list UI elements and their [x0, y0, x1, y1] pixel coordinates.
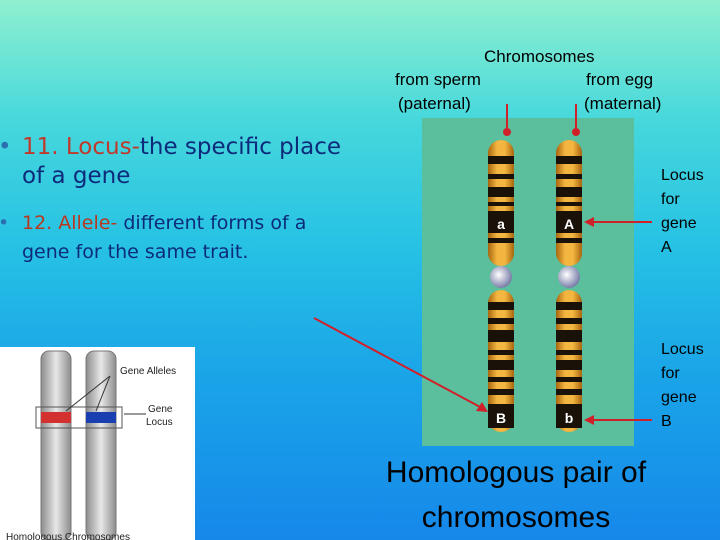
allele-B-label: B — [496, 410, 506, 426]
locus-a-word-for: for — [661, 191, 680, 208]
paternal-arrow-dot-icon — [503, 128, 511, 136]
inset-gene-alleles-label: Gene Alleles — [120, 366, 176, 377]
allele-b-label: b — [565, 410, 574, 426]
allele-number: 12. Allele- — [22, 212, 118, 234]
caption-line2: chromosomes — [421, 501, 611, 534]
locus-a-word-locus: Locus — [661, 167, 704, 184]
inset-allele-red — [41, 412, 71, 423]
allele-definition-line1: different forms of a — [117, 212, 307, 234]
locus-b-label: Locus for gene B — [661, 338, 704, 434]
locus-b-arrowhead-icon — [584, 415, 594, 425]
inset-locus-box — [35, 406, 123, 429]
paternal-label: (paternal) — [398, 94, 471, 113]
locus-a-arrowhead-icon — [584, 217, 594, 227]
inset-pointer-arrowhead-icon — [476, 402, 488, 412]
inset-chromosome-right — [85, 350, 117, 540]
paternal-centromere — [490, 266, 512, 288]
inset-allele-blue — [86, 412, 116, 423]
inset-pointer-arrow — [313, 317, 483, 409]
locus-number: 11. Locus- — [22, 134, 140, 160]
maternal-centromere — [558, 266, 580, 288]
locus-b-word-gene: gene — [661, 389, 697, 406]
allele-a-label: a — [497, 216, 505, 232]
locus-b-word-locus: Locus — [661, 341, 704, 358]
locus-a-label: Locus for gene A — [661, 164, 704, 260]
locus-definition-line2: of a gene — [22, 163, 131, 189]
allele-A-label: A — [564, 216, 574, 232]
inset-allele-pointer-2 — [65, 375, 111, 412]
gene-locus-inset: Gene Alleles Gene Locus Homologous Chrom… — [0, 347, 195, 540]
allele-definition-line2: gene for the same trait. — [22, 241, 249, 263]
inset-allele-pointer-1 — [95, 375, 111, 412]
inset-locus-label: Locus — [146, 417, 173, 428]
bullet-locus: • 11. Locus-the specific place of a gene — [0, 133, 380, 191]
bullet-allele: • 12. Allele- different forms of a gene … — [0, 209, 380, 267]
maternal-arrow-dot-icon — [572, 128, 580, 136]
locus-b-word-b: B — [661, 413, 672, 430]
inset-gene-label: Gene — [148, 404, 173, 415]
paternal-chromosome: a B — [488, 140, 514, 432]
gene-locus-diagram: Gene Alleles Gene Locus Homologous Chrom… — [6, 350, 176, 540]
bullet-dot-icon: • — [0, 209, 9, 238]
bullet-dot-icon: • — [0, 133, 12, 162]
inset-chromosome-left — [40, 350, 72, 540]
inset-homologous-label: Homologous Chromosomes — [6, 532, 130, 540]
caption-line1: Homologous pair of — [385, 456, 647, 489]
locus-a-word-gene: gene — [661, 215, 697, 232]
locus-a-word-a: A — [661, 239, 672, 256]
chromosome-photo-background — [422, 118, 634, 446]
maternal-label: (maternal) — [584, 94, 662, 113]
from-sperm-label: from sperm — [395, 70, 481, 89]
from-egg-label: from egg — [586, 70, 654, 89]
locus-b-word-for: for — [661, 365, 680, 382]
maternal-chromosome: A b — [556, 140, 582, 432]
chromosomes-title: Chromosomes — [484, 47, 595, 66]
locus-definition-line1: the specific place — [139, 134, 342, 160]
